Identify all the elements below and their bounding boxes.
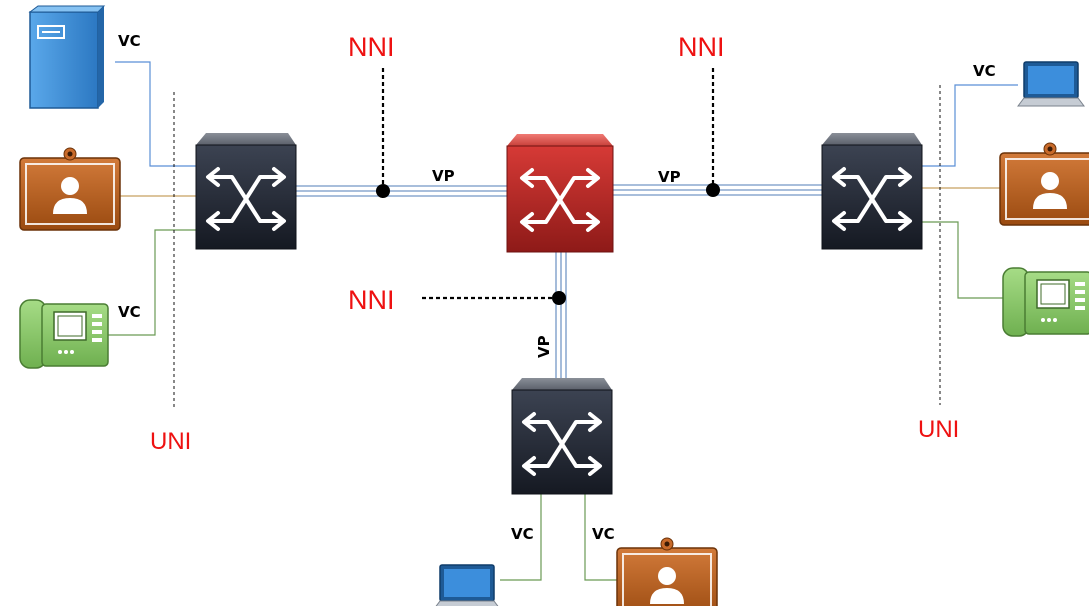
uni-label-left: UNI	[150, 428, 191, 455]
laptop-icon	[433, 564, 501, 606]
vc-link-server	[115, 61, 198, 167]
vc-label-bottom-right: VC	[592, 525, 615, 543]
video-terminal-icon	[999, 142, 1089, 226]
nni-point-left	[376, 184, 390, 198]
switch-icon	[822, 133, 922, 249]
vc-label-phone-left: VC	[118, 303, 141, 321]
vc-link-laptop-right	[922, 84, 1018, 167]
vc-link-phone-right	[922, 221, 1003, 299]
ip-phone-icon	[19, 299, 109, 369]
video-terminal-icon	[616, 537, 718, 606]
vc-label-laptop-right: VC	[973, 62, 996, 80]
nni-label-left: NNI	[348, 32, 395, 62]
nni-point-right	[706, 183, 720, 197]
uni-boundaries	[173, 85, 941, 410]
vc-link-bottom-left	[500, 490, 542, 581]
vp-trunk-vertical	[555, 248, 567, 380]
vp-label-vertical: VP	[535, 335, 553, 358]
vc-label-server: VC	[118, 32, 141, 50]
vc-link-phone-left	[108, 229, 198, 336]
nni-label-right: NNI	[678, 32, 725, 62]
vp-label-left: VP	[432, 167, 455, 185]
switch-icon	[512, 378, 612, 494]
video-terminal-icon	[19, 147, 121, 231]
vc-label-bottom-left: VC	[511, 525, 534, 543]
laptop-icon	[1017, 61, 1085, 107]
nni-label-middle: NNI	[348, 285, 395, 315]
switch-icon	[507, 134, 613, 252]
server-icon	[28, 5, 106, 109]
vp-label-right: VP	[658, 168, 681, 186]
uni-label-right: UNI	[918, 416, 959, 443]
nni-markers	[381, 68, 715, 300]
vc-link-bottom-right	[584, 490, 620, 581]
nni-point-middle	[552, 291, 566, 305]
ip-phone-icon	[1002, 267, 1089, 337]
vp-trunk-left	[296, 185, 507, 197]
switch-icon	[196, 133, 296, 249]
